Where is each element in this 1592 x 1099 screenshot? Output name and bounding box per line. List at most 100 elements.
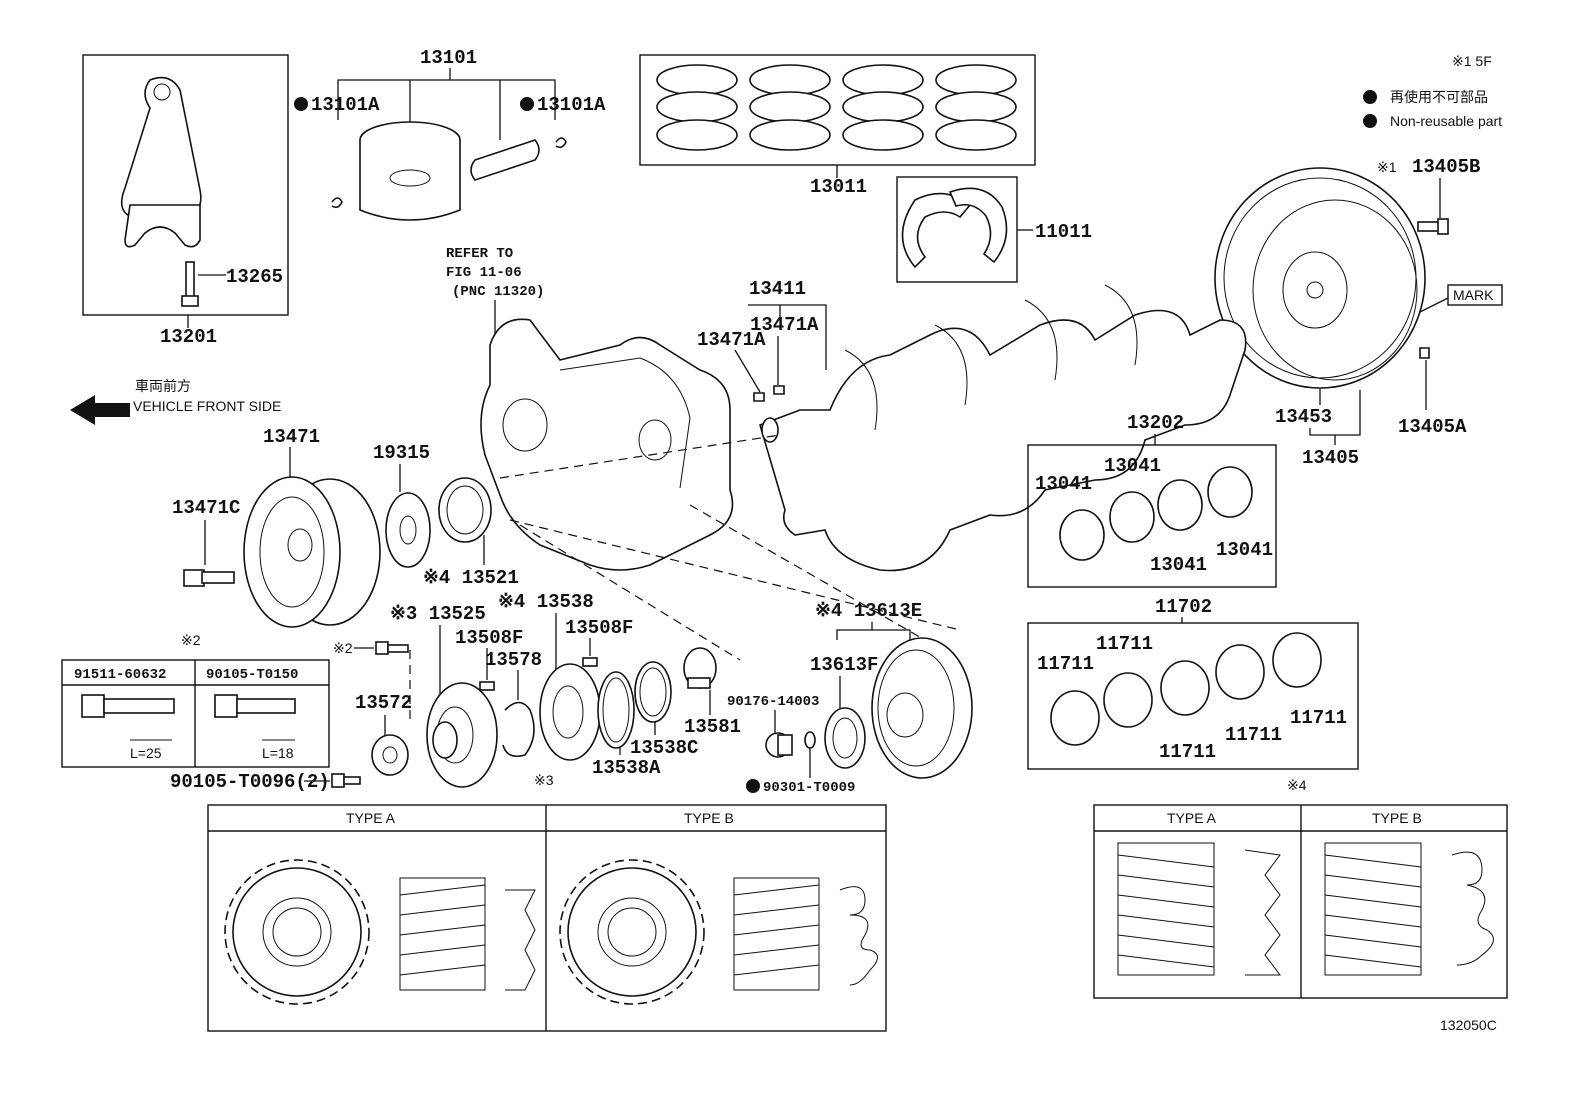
part-13538-label: ※4 13538 bbox=[498, 591, 594, 613]
sprocket-type-a-icon bbox=[224, 859, 536, 1005]
snap-ring-icon bbox=[502, 701, 535, 758]
part-13041-a-label: 13041 bbox=[1035, 473, 1092, 495]
mark-label: MARK bbox=[1453, 287, 1494, 303]
types3-note: ※3 bbox=[534, 772, 554, 788]
rod-bearing-icon bbox=[1059, 466, 1253, 561]
timing-cover-icon bbox=[480, 318, 734, 571]
timing-plate-icon bbox=[385, 492, 431, 568]
rod-bearing-box bbox=[1027, 444, 1277, 588]
snap-ring-icon bbox=[555, 137, 567, 149]
direction-jp-label: 車両前方 bbox=[135, 378, 191, 394]
part-13405-label: 13405 bbox=[1302, 447, 1359, 469]
part-11711-b-label: 11711 bbox=[1096, 633, 1153, 655]
part-13405B-note: ※1 bbox=[1377, 159, 1397, 175]
part-13411-label: 13411 bbox=[749, 278, 806, 300]
part-13011-label: 13011 bbox=[810, 176, 867, 198]
connecting-rod-box bbox=[82, 54, 289, 316]
key-icon bbox=[773, 385, 785, 395]
direction-en-label: VEHICLE FRONT SIDE bbox=[133, 398, 281, 414]
retainer-ring-icon bbox=[634, 661, 672, 723]
bolt-table-col1-len: L=25 bbox=[130, 745, 162, 761]
cover-bolt-icon bbox=[375, 641, 409, 655]
part-13101-label: 13101 bbox=[420, 47, 477, 69]
plug-icon bbox=[765, 732, 793, 758]
part-11711-a-label: 11711 bbox=[1037, 653, 1094, 675]
refer-line3: (PNC 11320) bbox=[452, 284, 544, 300]
part-13581-label: 13581 bbox=[684, 716, 741, 738]
non-reusable-dot-icon bbox=[1363, 114, 1377, 128]
part-13578-label: 13578 bbox=[485, 649, 542, 671]
crank-pulley-icon bbox=[243, 476, 381, 628]
gear-type-b-icon bbox=[1324, 842, 1494, 976]
part-11011-label: 11011 bbox=[1035, 221, 1092, 243]
types4-type-a: TYPE A bbox=[1167, 810, 1217, 826]
bolt-table-col1-part: 91511-60632 bbox=[74, 667, 166, 683]
o-ring-icon bbox=[804, 731, 816, 749]
gear-type-a-icon bbox=[1117, 842, 1281, 976]
type3-panel bbox=[207, 804, 887, 1032]
sprocket-type-b-icon bbox=[559, 859, 878, 1005]
part-13471A-b-label: 13471A bbox=[750, 314, 819, 336]
flange-bolt-short-icon bbox=[214, 694, 296, 718]
types4-type-b: TYPE B bbox=[1372, 810, 1422, 826]
part-13202-label: 13202 bbox=[1127, 412, 1184, 434]
part-90105-T0096-label: 90105-T0096(2) bbox=[170, 771, 330, 793]
part-13471A-a-label: 13471A bbox=[697, 329, 766, 351]
part-90301-label: 90301-T0009 bbox=[763, 780, 855, 796]
part-13265-label: 13265 bbox=[226, 266, 283, 288]
part-13201-label: 13201 bbox=[160, 326, 217, 348]
part-11711-c-label: 11711 bbox=[1159, 741, 1216, 763]
note2-small: ※2 bbox=[333, 640, 353, 656]
front-arrow-icon bbox=[70, 395, 130, 425]
part-13525-label: ※3 13525 bbox=[390, 603, 486, 625]
key-icon bbox=[753, 392, 765, 402]
part-13405A-label: 13405A bbox=[1398, 416, 1467, 438]
key-icon bbox=[479, 681, 495, 691]
piston-icon bbox=[359, 121, 461, 221]
diagram-id: 132050C bbox=[1440, 1017, 1497, 1033]
flywheel-icon bbox=[1214, 167, 1426, 389]
flange-bolt-long-icon bbox=[81, 694, 175, 718]
non-reusable-dot-icon bbox=[746, 779, 760, 793]
balancer-gear-icon bbox=[871, 637, 973, 779]
part-13471C-label: 13471C bbox=[172, 497, 240, 519]
main-bearing-icon bbox=[1050, 632, 1322, 746]
piston-pin-icon bbox=[470, 139, 540, 181]
refer-line2: FIG 11-06 bbox=[446, 265, 522, 281]
part-13101A-right-label: 13101A bbox=[537, 94, 606, 116]
part-11711-e-label: 11711 bbox=[1290, 707, 1347, 729]
part-13471-label: 13471 bbox=[263, 426, 320, 448]
refer-line1: REFER TO bbox=[446, 246, 513, 262]
washer-icon bbox=[371, 734, 409, 776]
part-11702-label: 11702 bbox=[1155, 596, 1212, 618]
part-13041-c-label: 13041 bbox=[1150, 554, 1207, 576]
part-13508F-a-label: 13508F bbox=[455, 627, 523, 649]
gasket-icon bbox=[597, 671, 635, 749]
crankshaft-icon bbox=[759, 284, 1247, 572]
legend-en-label: Non-reusable part bbox=[1390, 113, 1502, 129]
key-icon bbox=[582, 657, 598, 667]
bolt-table-note: ※2 bbox=[181, 632, 201, 648]
snap-ring-icon bbox=[331, 197, 343, 209]
part-13508F-b-label: 13508F bbox=[565, 617, 633, 639]
flywheel-bolt-icon bbox=[1417, 218, 1449, 235]
non-reusable-dot-icon bbox=[520, 97, 534, 111]
part-13453-label: 13453 bbox=[1275, 406, 1332, 428]
types4-note: ※4 bbox=[1287, 777, 1307, 793]
oil-seal-icon bbox=[824, 707, 866, 769]
part-19315-label: 19315 bbox=[373, 442, 430, 464]
part-13041-d-label: 13041 bbox=[1216, 539, 1273, 561]
main-bearing-box bbox=[1027, 622, 1359, 770]
part-13613F-label: 13613F bbox=[810, 654, 878, 676]
small-bolt-icon bbox=[331, 773, 361, 788]
non-reusable-dot-icon bbox=[294, 97, 308, 111]
part-11711-d-label: 11711 bbox=[1225, 724, 1282, 746]
bolt-table-col2-part: 90105-T0150 bbox=[206, 667, 298, 683]
part-13538C-label: 13538C bbox=[630, 737, 698, 759]
crank-timing-gear-icon bbox=[438, 477, 492, 543]
crank-sprocket-icon bbox=[426, 682, 498, 788]
piston-ring-set-icon bbox=[656, 64, 1017, 151]
part-13041-b-label: 13041 bbox=[1104, 455, 1161, 477]
part-90176-label: 90176-14003 bbox=[727, 694, 819, 710]
rod-bolt-icon bbox=[181, 261, 199, 307]
